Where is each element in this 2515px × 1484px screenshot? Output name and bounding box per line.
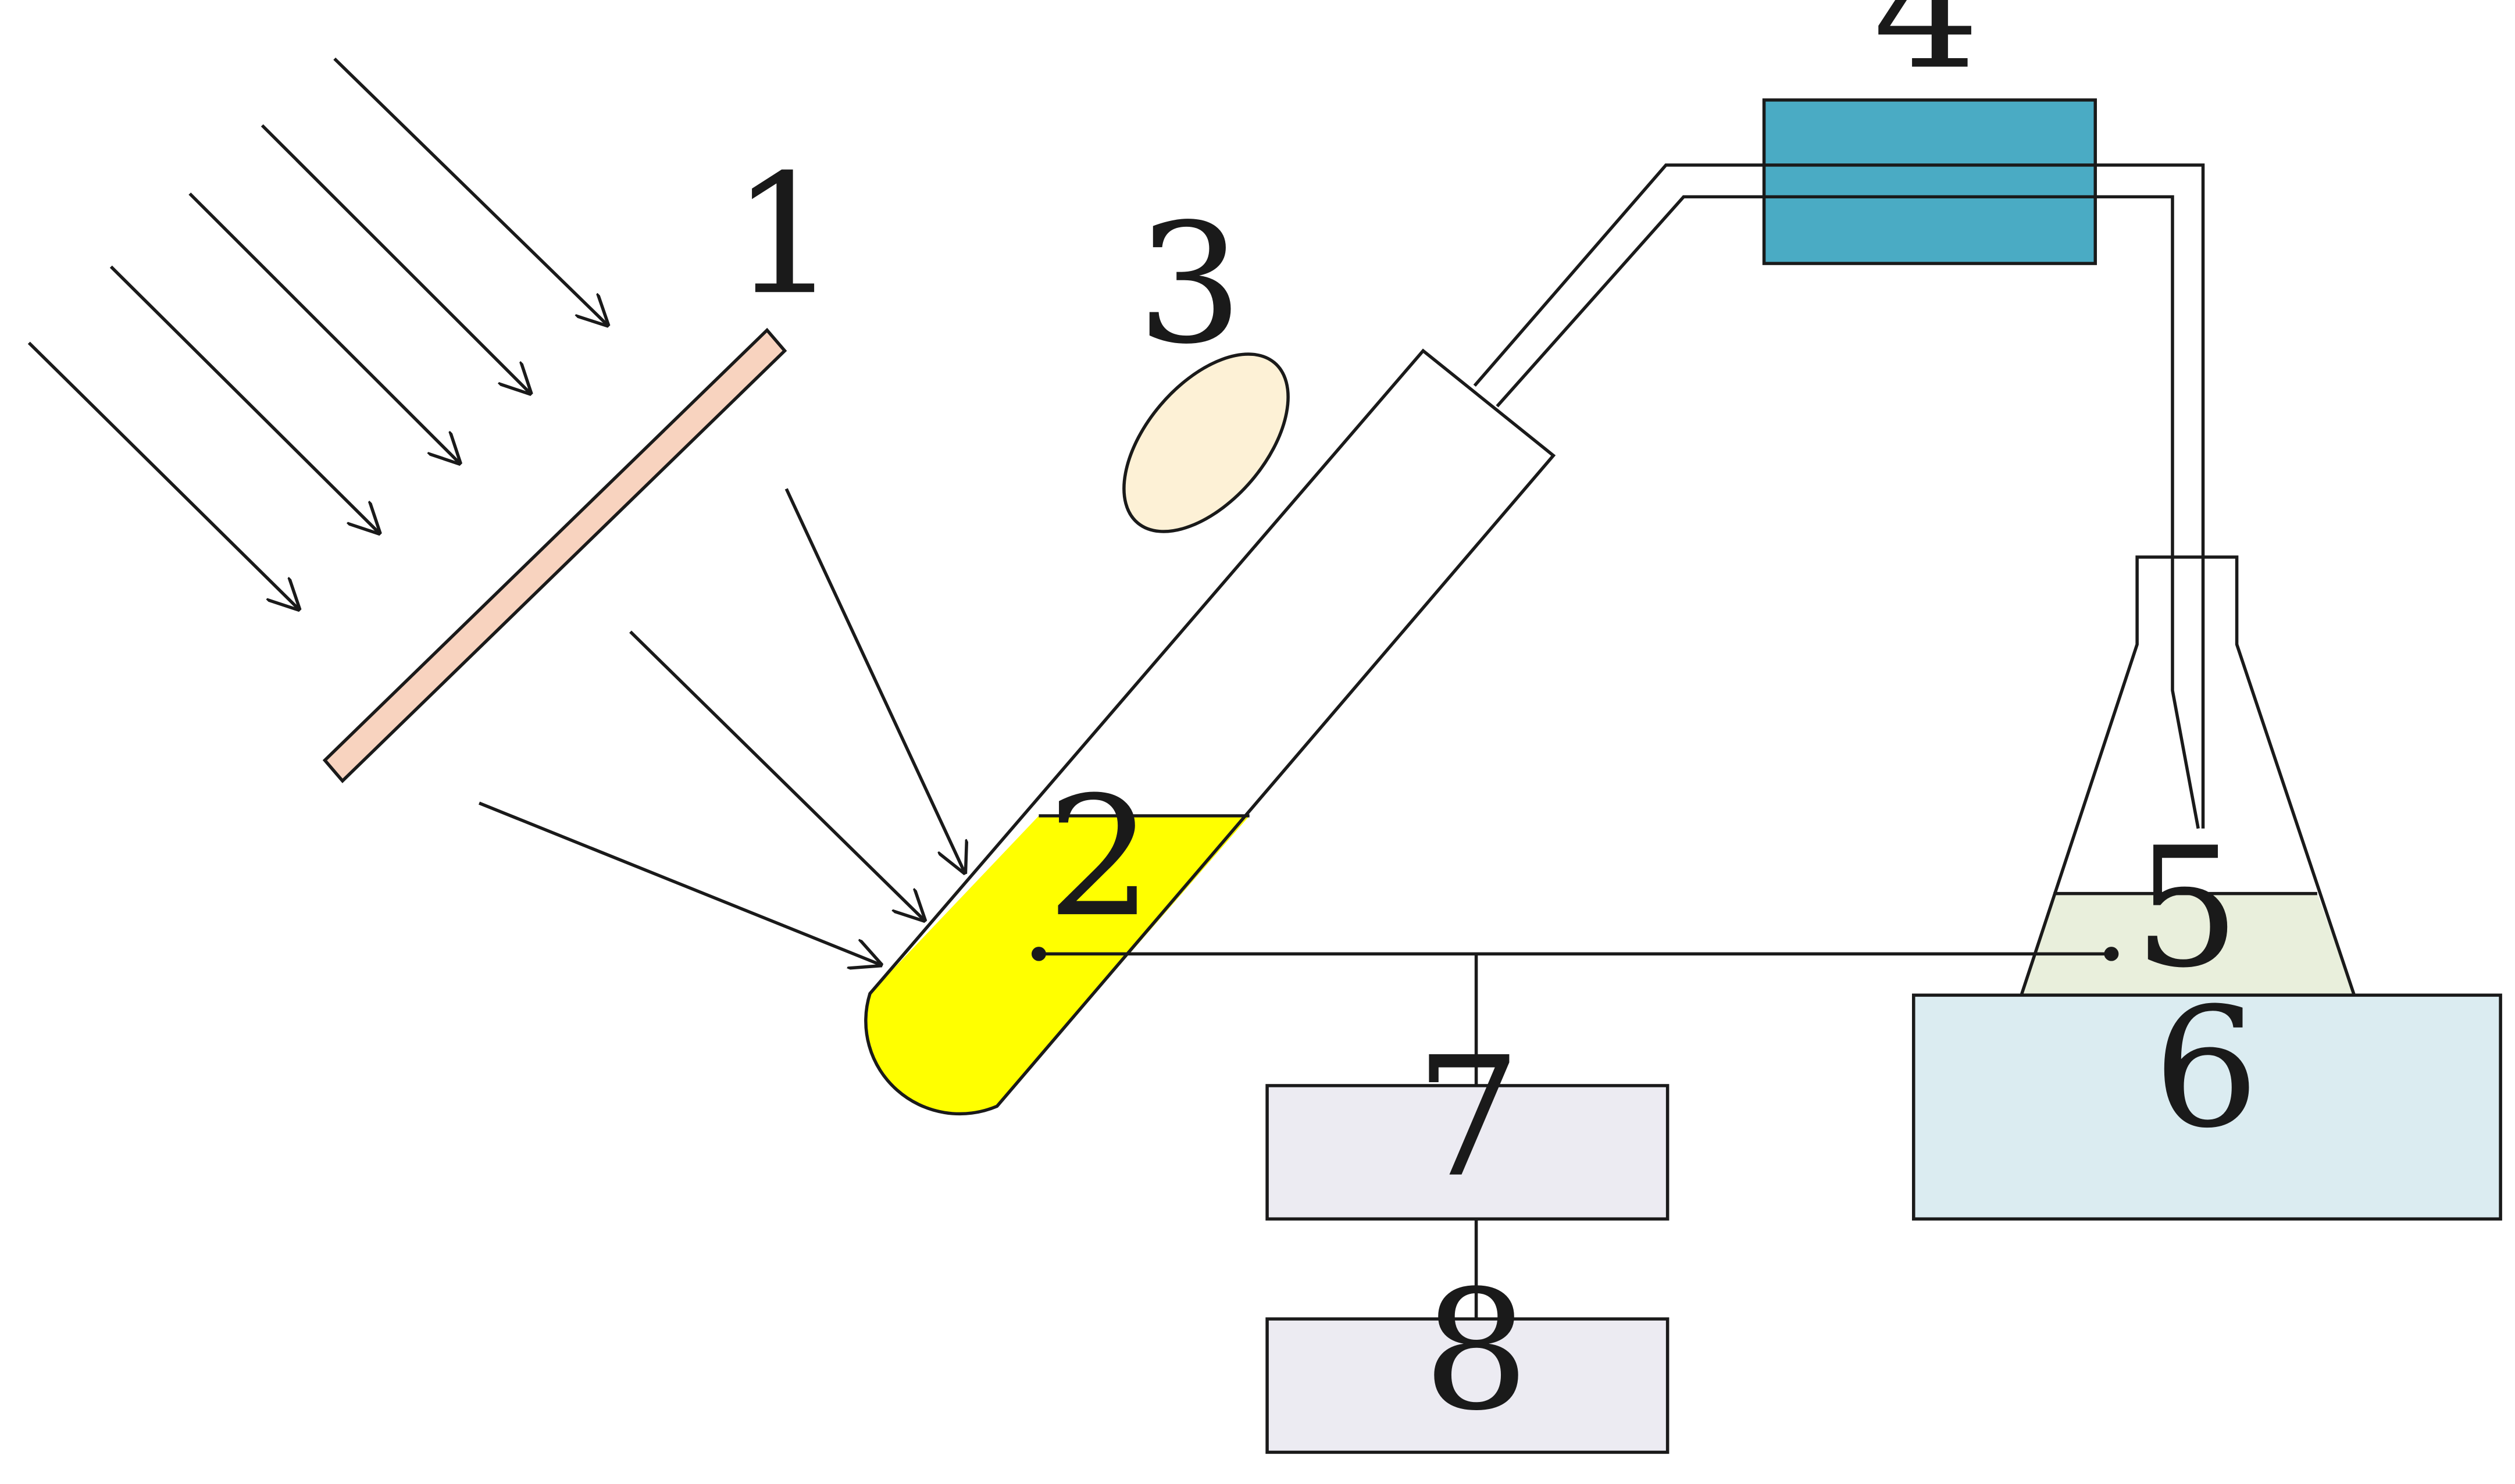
sensor-wiring: [1039, 952, 2111, 1319]
meter-box: [1265, 1084, 1669, 1221]
reflected-light-rays: [479, 488, 965, 965]
condenser: [1762, 98, 2097, 265]
lens: [1122, 352, 1290, 533]
label-1: 1: [732, 140, 838, 331]
probe-point-flask: [2104, 947, 2119, 961]
incident-ray: [27, 341, 299, 610]
label-4: 4: [1873, 0, 1979, 106]
reflected-ray: [479, 801, 881, 965]
label-7: 7: [1415, 1022, 1521, 1214]
reflected-ray: [629, 630, 925, 921]
label-6: 6: [2153, 973, 2260, 1165]
reaction-solution: [865, 815, 1250, 1114]
reflected-ray: [784, 488, 965, 873]
computer-box: [1265, 1317, 1669, 1454]
magnetic-stirrer: [1911, 993, 2502, 1221]
probe-point-tube: [1031, 947, 1046, 961]
reaction-tube: [864, 348, 1556, 1116]
label-3: 3: [1137, 189, 1243, 381]
label-5: 5: [2134, 812, 2240, 1004]
incident-light-rays: [27, 58, 608, 610]
incident-ray: [188, 192, 460, 463]
incident-ray: [333, 58, 608, 326]
absorbing-liquid: [2021, 893, 2355, 996]
tube-outline: [864, 348, 1556, 1116]
incident-ray: [109, 265, 380, 534]
reflector-plate: [322, 327, 787, 783]
label-2: 2: [1047, 762, 1153, 954]
incident-ray: [261, 124, 531, 394]
tubing-inner-wall: [1496, 195, 2200, 829]
label-8: 8: [1423, 1255, 1529, 1447]
